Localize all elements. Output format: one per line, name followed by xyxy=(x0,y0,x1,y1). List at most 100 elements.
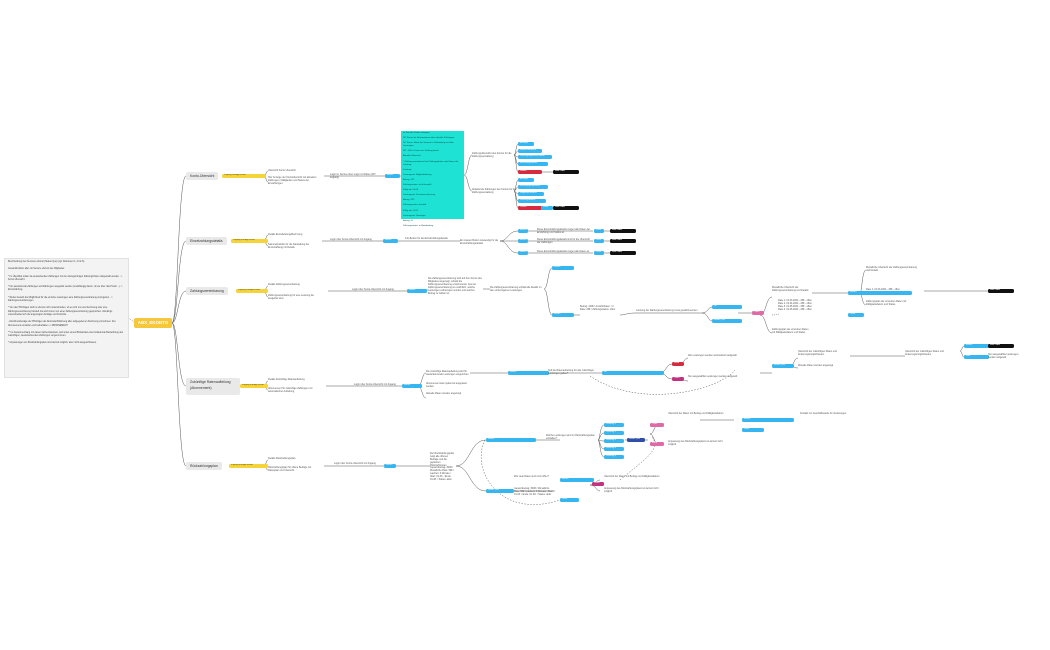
branch-rueckzahlungsplan[interactable]: Rückzahlungsplan xyxy=(186,462,222,470)
branch5-explanation: Der Rückzahlungsplan zeigt alle offenen … xyxy=(430,452,455,466)
button-tag[interactable]: Button xyxy=(407,289,427,293)
button-tag[interactable]: Button xyxy=(518,239,528,243)
branch2-result: Diese Einzelzahlungsdetails zeigen alle … xyxy=(537,228,591,235)
branch3-description-detail: Zahlungsvereinbarung für eine Leistung d… xyxy=(268,294,314,301)
detail-line: Zahlungsstatus: in Bearbeitung xyxy=(403,224,434,227)
detail-line: Fällig ab: 01.02. xyxy=(403,209,419,212)
done-tag: Done xyxy=(594,251,604,255)
branch5-far-node: Kontakt zur Geschäftsstelle für Änderung… xyxy=(800,412,847,415)
button-tag[interactable]: Button xyxy=(552,266,574,270)
button-tag[interactable]: Button xyxy=(742,418,794,422)
branch4-node: Die zukünftige Ratenaufteilung wird für … xyxy=(426,370,469,377)
list-item: Monatsübersicht xyxy=(518,149,542,153)
list-item: Anzeige xyxy=(518,178,534,182)
button-tag[interactable]: Button xyxy=(560,478,594,482)
use-case-tag[interactable]: Use Case xyxy=(988,344,1014,348)
note-line: * Von den Pflichtigen wird im eKonto nic… xyxy=(8,307,113,316)
button-tag: Done xyxy=(560,498,579,502)
status-quo-tag: Zugang zur App Konto xyxy=(240,384,268,388)
branch3-far-node: Zahlungsplan der einzelnen Raten mit Fäl… xyxy=(866,300,907,307)
konto-details-box: Im Fenster Daten anzeigen: IST Konto mit… xyxy=(401,131,464,227)
use-case-tag[interactable]: Use Case xyxy=(988,289,1014,293)
detail-line: Im Fenster Daten anzeigen: xyxy=(403,132,430,134)
use-case-tag[interactable]: Use Case xyxy=(553,170,579,174)
detail-line: Leistungsart: Mitgliedsbeitrag xyxy=(403,173,432,176)
note-line: Gesamtfunktion aller mit Service eKonto … xyxy=(8,268,65,271)
branch3-explanation-detail: Die Zahlungsvereinbarung enthält alle De… xyxy=(490,286,542,293)
status-quo-tag: Zugang zur App Konto xyxy=(229,464,268,468)
use-case-tag[interactable]: Use Case xyxy=(610,251,636,255)
detail-line: Zahlungsstatus: nicht bezahlt xyxy=(403,184,432,187)
button-tag: Status Quo xyxy=(772,364,794,368)
branch2-description-detail: Sammelposition für die Darstellung der E… xyxy=(268,243,310,250)
button-tag[interactable]: Button xyxy=(402,384,422,388)
button-tag[interactable]: Button xyxy=(383,239,398,243)
branch3-date-line: Rate 2: 01.04.2024 - 25€ - offen xyxy=(778,302,812,305)
branch4-question: Soll die Ratenaufteilung für alle zukünf… xyxy=(548,369,594,376)
branch1-login: Login im Service über Login mit Daten (I… xyxy=(330,173,376,180)
abonnement-button[interactable]: IST xyxy=(602,371,664,375)
branch2-info-button: Info-Button für die Einzelzahlungsdetail… xyxy=(405,237,448,240)
branch1-right-node: Zahlungsübersicht des Kontos für die Zah… xyxy=(472,152,512,159)
branch1-description: Übersicht Konto Übersicht xyxy=(268,169,296,172)
branch5-detail: Übersicht der Raten mit Betrag und Fälli… xyxy=(604,475,660,478)
branch3-plan-detail: Zahlungsplan der einzelnen Raten mit Fäl… xyxy=(772,328,809,335)
branch5-amounts: Gesamtbetrag: 300€ / Monatliche Rate: 50… xyxy=(430,466,454,482)
button-tag[interactable]: Button xyxy=(552,313,574,317)
list-item: Details xyxy=(518,206,542,210)
list-item: Leistung 3 xyxy=(604,439,624,443)
branch4-answer: Alle Leistungen werden automatisch aufge… xyxy=(688,354,737,357)
status-quo-tag: Zugang zur App Konto xyxy=(222,174,266,178)
branch3-login: Login über Konto-Übersicht mit Zugang xyxy=(352,288,394,291)
note-line: * Für ausstehende Zahlungen soll Zahlung… xyxy=(8,286,123,292)
status-quo-tag: Zugang zur App Konto xyxy=(231,239,268,243)
status-quo-tag: Zugang zur App Konto xyxy=(236,289,268,293)
button-tag[interactable]: Status Quo xyxy=(486,489,514,493)
root-node[interactable]: ABX_EKONTO xyxy=(134,318,172,328)
branch5-login: Login über Konto-Übersicht mit Zugang xyxy=(334,462,376,465)
branch5-question: Welche Leistungen sind im Rückzahlungspl… xyxy=(546,434,595,441)
zahlungsplan-button[interactable]: Button xyxy=(848,291,912,295)
branch-zahlungsvereinbarung[interactable]: Zahlungsvereinbarung xyxy=(186,287,228,295)
branch3-plan: Monatliche Übersicht der Zahlungsvereinb… xyxy=(772,286,809,293)
branch-einzelzahlungsdetails[interactable]: Einzelzahlungsdetails xyxy=(186,237,227,245)
button-tag: Done xyxy=(848,313,864,317)
branch4-end-node: Nur ausgewählte Leistungen werden aufget… xyxy=(988,353,1019,360)
use-case-tag[interactable]: Use Case xyxy=(553,206,579,210)
button-tag[interactable]: Button xyxy=(964,344,989,348)
answer-tag: Offen xyxy=(650,423,664,427)
branch2-description: Details Einzelleistung/Rechnung xyxy=(268,233,303,236)
use-case-tag[interactable]: Use Case xyxy=(610,239,636,243)
use-case-tag[interactable]: Use Case xyxy=(610,229,636,233)
branch2-second-button: Ein zweiter Button notwendig für die Ein… xyxy=(460,239,499,245)
branch4-far-node: Übersicht der zukünftigen Raten und Ände… xyxy=(798,350,837,357)
branch-konto-uebersicht[interactable]: Konto-Übersicht xyxy=(186,172,219,180)
button-tag[interactable]: Button xyxy=(518,229,528,233)
note-line: * Anpassungen am Rückzahlungsplan sind d… xyxy=(8,342,97,345)
branch5-description: Details Rückzahlungsplan xyxy=(268,457,296,460)
branch1-right-node: Ablaufende Zahlungen des Kontos für die … xyxy=(472,188,516,195)
rueckzahlungsplan-button[interactable]: Button xyxy=(486,438,536,442)
detail-line: Fällig ab: 01.03. xyxy=(403,189,419,192)
answer-tag: Offen xyxy=(592,482,604,486)
list-item: Leistung 5 xyxy=(604,455,624,459)
note-line: Beschreibung des Services eKonto (Status… xyxy=(8,261,85,263)
list-item: Zahlungsübersicht Monat xyxy=(518,155,552,159)
button-tag[interactable]: Button xyxy=(385,174,400,178)
list-item: Leistung 4 xyxy=(604,447,624,451)
branch2-result: Diese Einzelzahlungsdetails zeigen alle … xyxy=(537,250,590,253)
button-tag[interactable]: Button xyxy=(384,464,396,468)
status-tag: Status Quo xyxy=(627,438,645,442)
button-tag[interactable]: Mail xyxy=(964,355,989,359)
ratenaufteilung-button[interactable]: Button xyxy=(508,371,549,375)
description-note: Beschreibung des Services eKonto (Status… xyxy=(4,258,129,378)
branch5-detail: Anpassung des Rückzahlungsplans ist derz… xyxy=(604,487,659,494)
done-tag: Done xyxy=(594,229,604,233)
detail-line: IST Konto mit Informationen über aktuell… xyxy=(403,137,455,140)
list-item: Anzeige xyxy=(518,142,534,146)
branch3-far-node: Monatliche Übersicht der Zahlungsvereinb… xyxy=(866,266,917,273)
detail-line: Betrag: 12€ xyxy=(403,178,415,181)
button-tag[interactable]: Button xyxy=(518,251,528,255)
branch-zukuenftige-ratenaufteilung[interactable]: Zukünftige Ratenaufteilung (Abonnement) xyxy=(186,378,240,395)
branch3-explanation: Die Zahlungsvereinbarung wird auf dem Ko… xyxy=(428,277,482,296)
